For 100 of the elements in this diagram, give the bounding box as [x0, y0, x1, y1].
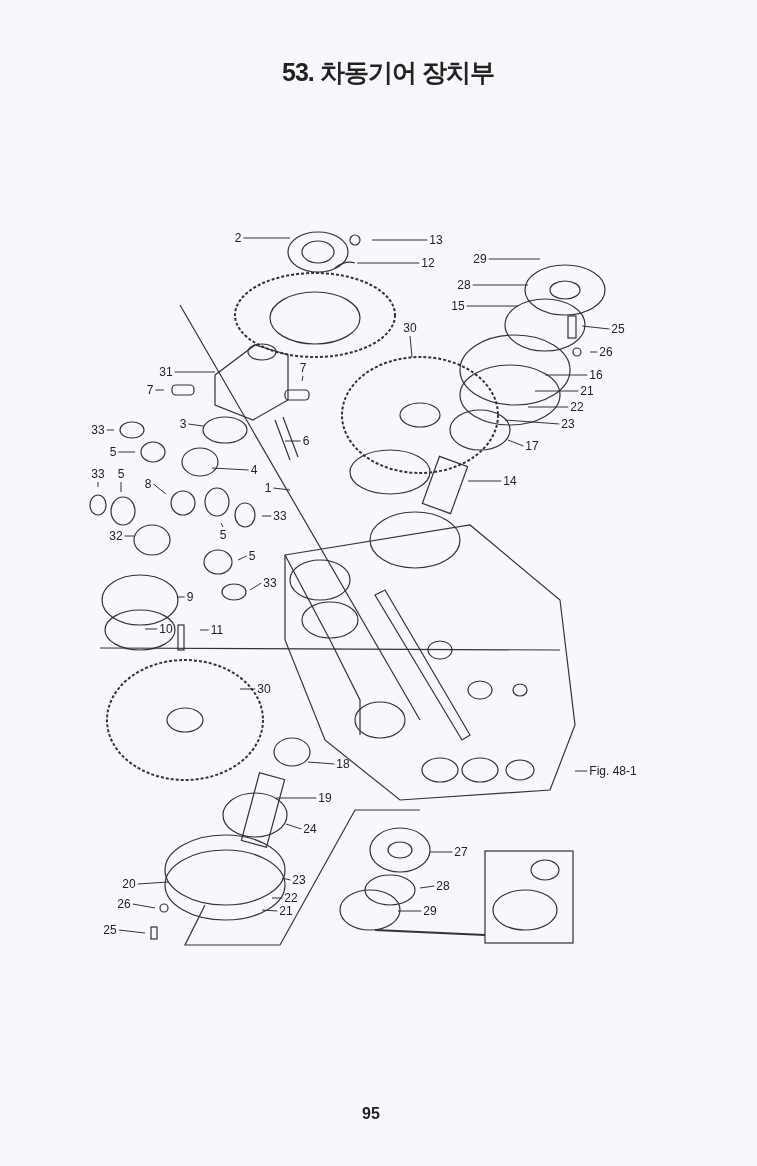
figure-reference: Fig. 48-1	[589, 765, 637, 777]
leader-line	[237, 555, 248, 561]
callout-number: 33	[91, 424, 105, 436]
leader-line	[574, 770, 588, 772]
leader-line	[152, 483, 167, 495]
callout-number: 3	[179, 418, 187, 430]
callout-number: 2	[234, 232, 242, 244]
leader-line	[211, 467, 250, 471]
leader-line	[272, 487, 291, 491]
leader-line	[589, 351, 598, 353]
leader-line	[507, 439, 524, 447]
leader-line	[284, 440, 302, 442]
callout-number: 25	[103, 924, 117, 936]
callout-number: 28	[457, 279, 471, 291]
callout-number: 16	[589, 369, 603, 381]
callout-number: 12	[421, 257, 435, 269]
callout-number: 31	[159, 366, 173, 378]
leader-line	[527, 406, 569, 408]
leader-line	[581, 325, 610, 330]
leader-line	[397, 910, 422, 912]
leader-line	[544, 374, 588, 376]
callout-number: 33	[91, 468, 105, 480]
callout-number: 23	[561, 418, 575, 430]
callout-number: 6	[302, 435, 310, 447]
callout-number: 5	[219, 529, 227, 541]
callout-number: 30	[403, 322, 417, 334]
callout-number: 7	[146, 384, 154, 396]
callout-number: 20	[122, 878, 136, 890]
callout-number: 5	[109, 446, 117, 458]
callout-number: 7	[299, 362, 307, 374]
leader-line	[504, 419, 560, 425]
callout-number: 24	[303, 823, 317, 835]
leader-line	[301, 375, 304, 382]
callout-number: 27	[454, 846, 468, 858]
leader-line	[120, 481, 122, 493]
callout-number: 21	[580, 385, 594, 397]
leader-line	[409, 335, 413, 358]
leader-line	[154, 389, 165, 391]
callout-number: 33	[263, 577, 277, 589]
leader-line	[419, 885, 435, 889]
callout-number: 17	[525, 440, 539, 452]
leader-line	[261, 515, 272, 517]
leader-line	[106, 429, 115, 431]
callout-number: 26	[117, 898, 131, 910]
callout-number: 22	[284, 892, 298, 904]
leader-line	[534, 390, 579, 392]
leader-line	[132, 903, 156, 909]
leader-line	[261, 909, 278, 912]
callout-number: 8	[144, 478, 152, 490]
leader-line	[220, 522, 224, 528]
callout-number: 5	[248, 550, 256, 562]
callout-number: 22	[570, 401, 584, 413]
callout-number: 9	[186, 591, 194, 603]
callout-number: 26	[599, 346, 613, 358]
leader-line	[118, 929, 146, 934]
leader-line	[356, 262, 420, 264]
callout-number: 30	[257, 683, 271, 695]
callout-number: 14	[503, 475, 517, 487]
leader-line	[177, 596, 186, 598]
callout-number: 1	[264, 482, 272, 494]
page-number: 95	[362, 1105, 380, 1123]
leader-line	[281, 877, 291, 881]
callout-number: 10	[159, 623, 173, 635]
callout-number: 19	[318, 792, 332, 804]
leader-line	[271, 897, 283, 899]
leader-line	[174, 371, 216, 373]
leader-line	[466, 305, 519, 307]
callout-number: 11	[210, 624, 224, 636]
callout-number: 15	[451, 300, 465, 312]
leader-line	[488, 258, 541, 260]
leader-line	[285, 823, 302, 830]
leader-line	[137, 881, 169, 885]
leader-line	[144, 628, 158, 630]
page-title: 53. 차동기어 장치부	[282, 57, 494, 88]
callout-number: 13	[429, 234, 443, 246]
callout-number: 33	[273, 510, 287, 522]
callout-number: 25	[611, 323, 625, 335]
leader-line	[467, 480, 502, 482]
leader-line	[307, 761, 335, 765]
callout-number: 28	[436, 880, 450, 892]
leader-line	[275, 797, 317, 799]
callout-number: 32	[109, 530, 123, 542]
leader-line	[97, 481, 99, 488]
callout-number: 21	[279, 905, 293, 917]
leader-line	[242, 237, 291, 239]
callout-number: 18	[336, 758, 350, 770]
leader-line	[117, 451, 136, 453]
leader-line	[429, 851, 453, 853]
callout-number: 29	[423, 905, 437, 917]
leader-line	[239, 688, 256, 690]
leader-line	[187, 423, 204, 427]
leader-line	[371, 239, 428, 241]
callout-number: 29	[473, 253, 487, 265]
callout-number: 5	[117, 468, 125, 480]
callout-number: 23	[292, 874, 306, 886]
leader-line	[199, 629, 210, 631]
leader-line	[472, 284, 529, 286]
leader-line	[124, 535, 135, 537]
leader-line	[249, 582, 262, 591]
callout-number: 4	[250, 464, 258, 476]
